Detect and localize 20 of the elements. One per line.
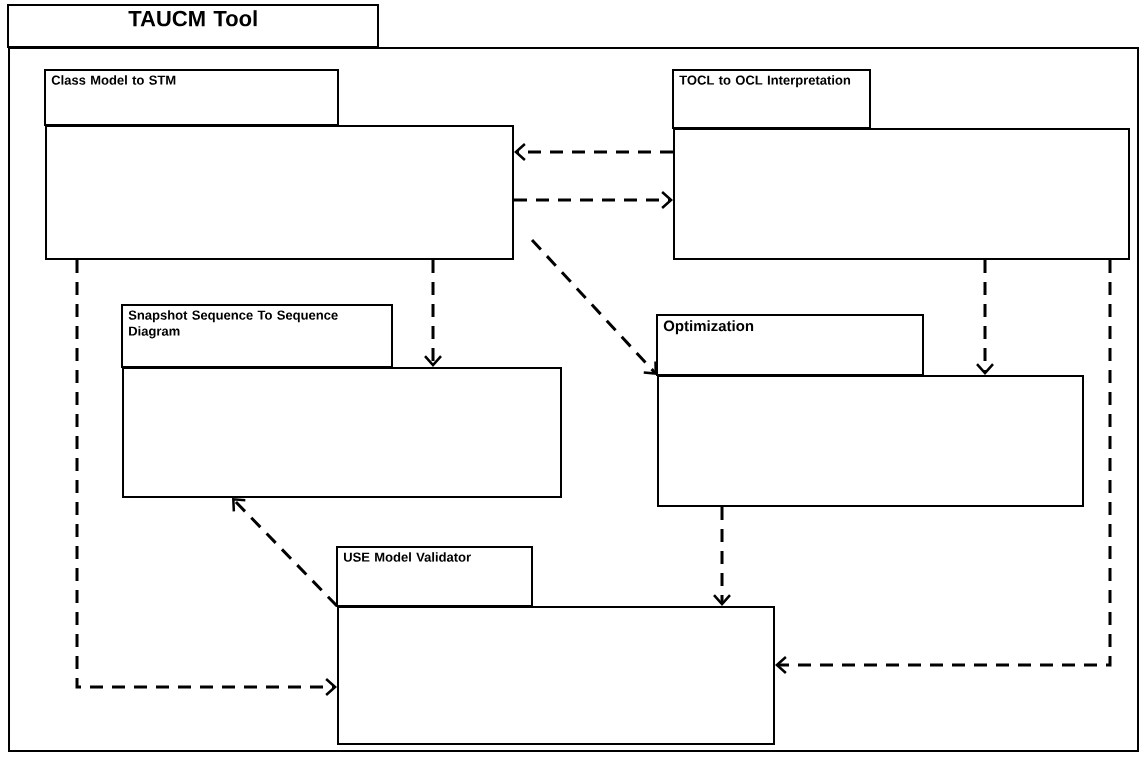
arrow <box>713 507 731 606</box>
package: Optimization <box>656 314 1084 507</box>
arrow <box>75 260 337 696</box>
node-label: TOCL to OCL Interpretation <box>679 75 851 88</box>
node-label: USE Model Validator <box>343 552 471 562</box>
arrow <box>530 239 657 375</box>
node-label: TAUCM Tool <box>128 10 257 27</box>
arrow <box>514 191 673 209</box>
arrow <box>424 260 442 367</box>
package: Class Model to STM <box>44 69 514 260</box>
package: Snapshot Sequence To Sequence Diagram <box>121 304 562 498</box>
arrow <box>775 260 1112 674</box>
node-label: Class Model to STM <box>51 75 176 85</box>
node-label: Snapshot Sequence To Sequence Diagram <box>128 310 338 339</box>
node-label: Optimization <box>663 320 754 335</box>
package: TOCL to OCL Interpretation <box>672 69 1130 260</box>
arrow <box>976 260 994 375</box>
package: USE Model Validator <box>336 546 775 745</box>
arrow <box>514 143 673 161</box>
arrow <box>232 498 339 608</box>
